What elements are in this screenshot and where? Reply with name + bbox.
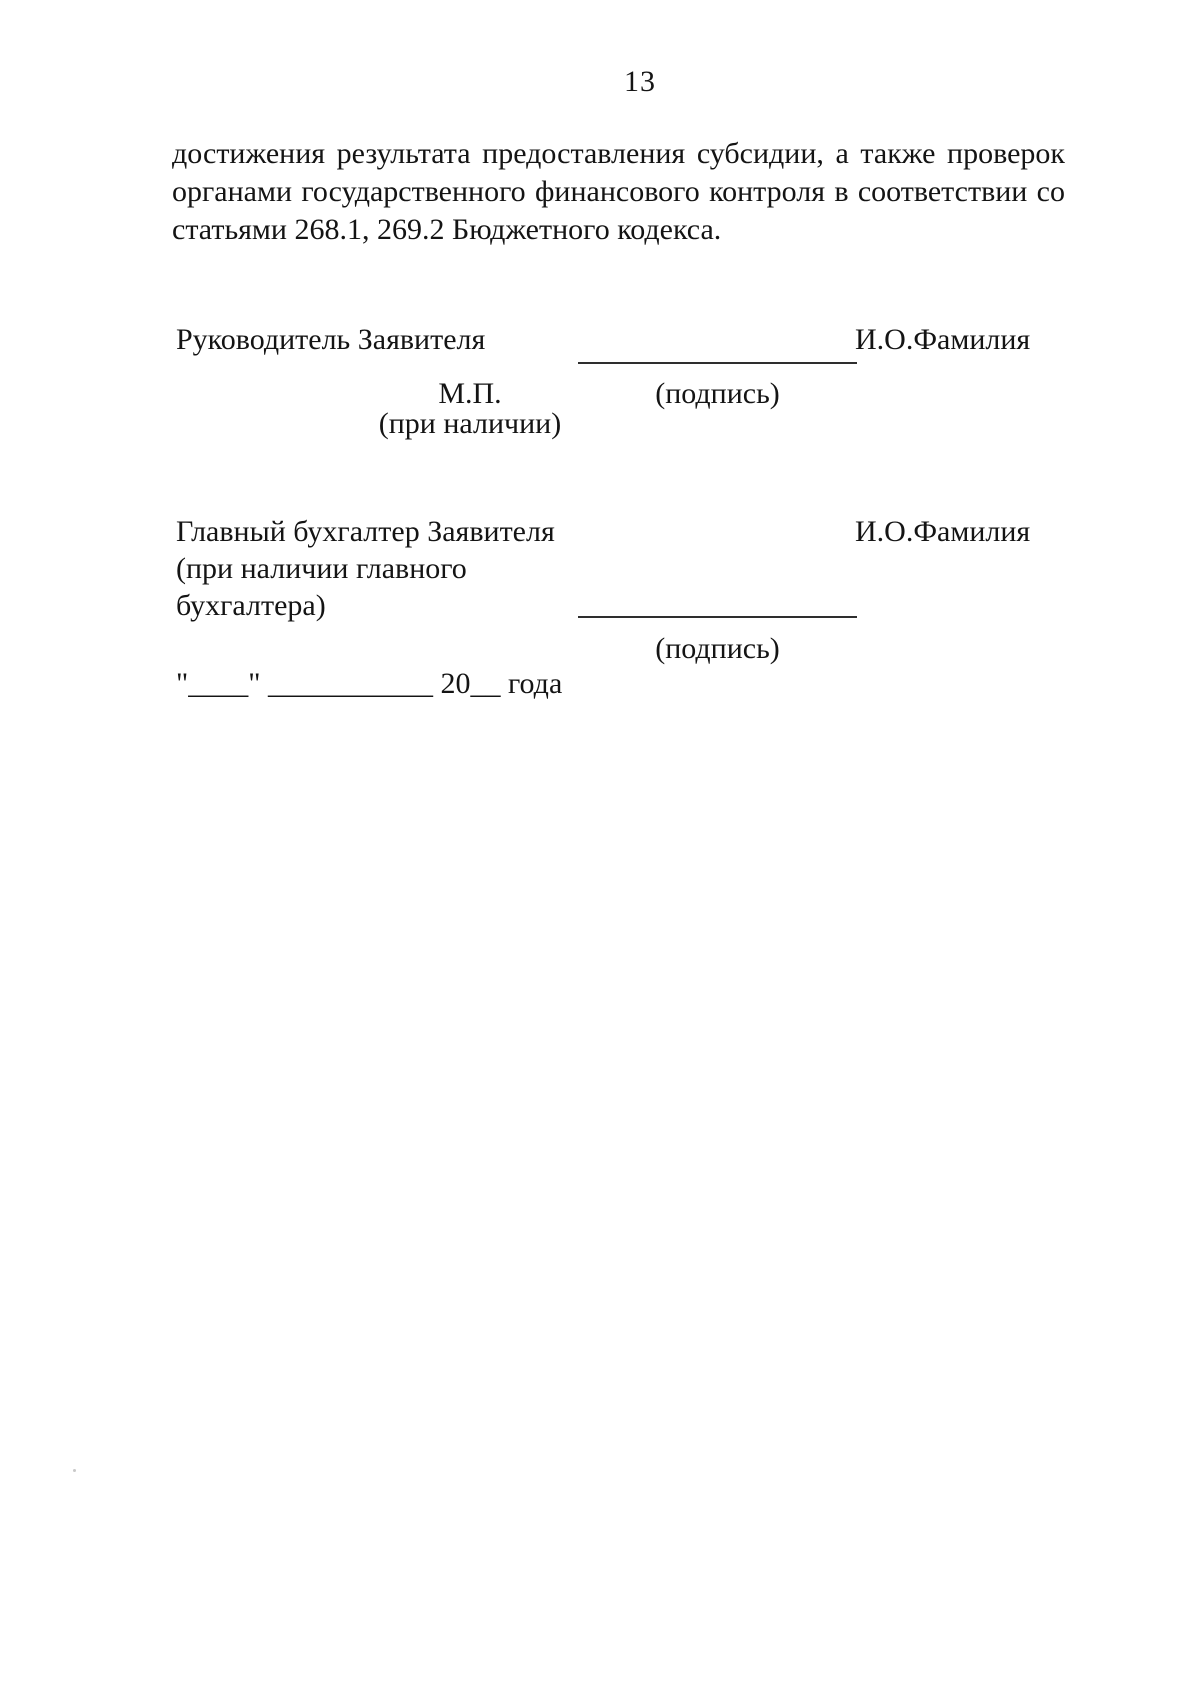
page-number: 13 — [624, 65, 656, 98]
date-fill-in-line: "____" ___________ 20__ года — [176, 667, 563, 700]
signature1-signature-caption: (подпись) — [655, 377, 780, 410]
signature2-name-placeholder: И.О.Фамилия — [855, 515, 1031, 548]
scan-artifact-dot — [73, 1469, 76, 1472]
body-paragraph: достижения результата предоставления суб… — [172, 135, 1065, 249]
signature1-name-placeholder: И.О.Фамилия — [855, 323, 1031, 356]
signature2-role-line-2: (при наличии главного — [176, 552, 467, 585]
signature1-role-label: Руководитель Заявителя — [176, 323, 486, 356]
body-paragraph-line-2: органами государственного финансового ко… — [172, 175, 1065, 208]
signature1-seal-note: (при наличии) — [378, 407, 562, 440]
body-paragraph-line-3: статьями 268.1, 269.2 Бюджетного кодекса… — [172, 213, 722, 246]
body-paragraph-line-1: достижения результата предоставления суб… — [172, 137, 1065, 170]
signature2-role-label: Главный бухгалтер Заявителя (при наличии… — [176, 513, 596, 624]
signature1-seal-label: М.П. — [438, 377, 502, 410]
signature2-signature-line — [578, 616, 857, 618]
signature2-signature-caption: (подпись) — [655, 632, 780, 665]
signature1-signature-line — [578, 362, 857, 364]
signature2-role-line-3: бухгалтера) — [176, 589, 326, 622]
signature2-role-line-1: Главный бухгалтер Заявителя — [176, 515, 555, 548]
